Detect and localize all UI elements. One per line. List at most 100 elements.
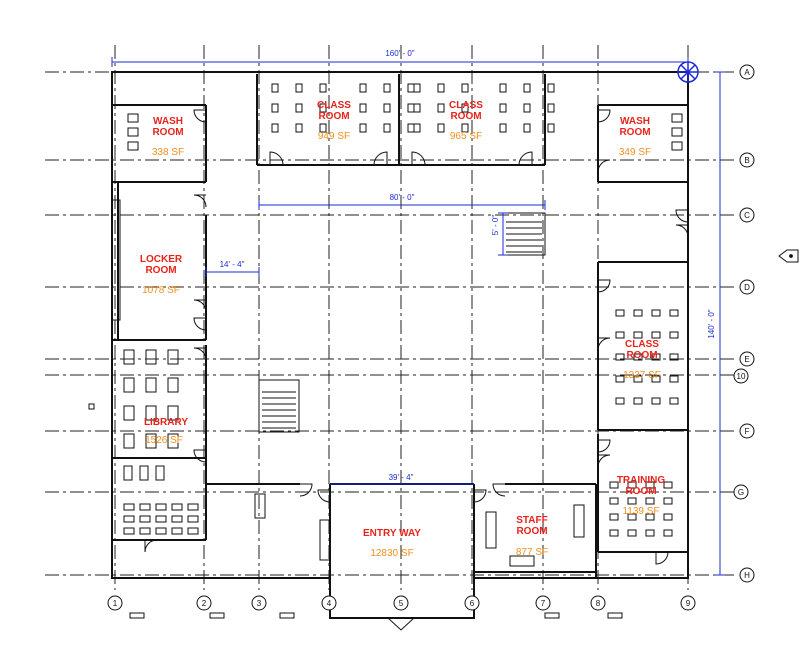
desk <box>645 481 655 489</box>
study-table <box>171 515 183 523</box>
room-area: 349 SF <box>619 147 651 158</box>
desk <box>669 375 679 383</box>
dimension-overall-depth: 140' - 0" <box>707 309 716 338</box>
desk <box>437 103 445 113</box>
grid-bubble <box>739 351 755 367</box>
room-name-line: CLASS <box>625 339 659 350</box>
dimension-lines <box>111 57 725 576</box>
desk <box>295 123 303 133</box>
desk <box>609 497 619 505</box>
grid-bubble <box>739 64 755 80</box>
desk <box>651 331 661 339</box>
desk <box>461 103 469 113</box>
study-table <box>187 515 199 523</box>
room-name-line: LOCKER <box>140 254 183 265</box>
desk <box>523 83 531 93</box>
study-carrel <box>139 465 149 481</box>
toilet <box>127 141 139 151</box>
desk <box>633 353 643 361</box>
library-table <box>167 405 179 421</box>
library-table <box>167 377 179 393</box>
desk <box>523 103 531 113</box>
dimension-entry-span: 39' - 4" <box>389 473 414 482</box>
grid-bubble <box>680 595 696 611</box>
office-desk <box>254 493 266 519</box>
grid-bubble <box>739 567 755 583</box>
room-area: 1139 SF <box>622 506 659 517</box>
desk <box>359 83 367 93</box>
room-staff-room: STAFF ROOM 877 SF <box>516 515 548 558</box>
study-table <box>139 515 151 523</box>
study-table <box>123 515 135 523</box>
desk <box>633 309 643 317</box>
room-name-line: ROOM <box>625 486 656 497</box>
toilet <box>671 113 683 123</box>
room-name-line: LIBRARY <box>144 417 188 428</box>
desk <box>615 353 625 361</box>
room-class-room-2: CLASS ROOM 965 SF <box>449 100 483 142</box>
room-name-line: ROOM <box>626 350 657 361</box>
desk <box>627 513 637 521</box>
grid-bubble <box>321 595 337 611</box>
study-table <box>123 503 135 511</box>
desk <box>645 513 655 521</box>
desk <box>383 103 391 113</box>
toilet <box>127 127 139 137</box>
desk <box>663 529 673 537</box>
dimension-corridor-span: 80' - 0" <box>390 193 415 202</box>
room-wash-room-left: WASH ROOM 338 SF <box>152 116 184 158</box>
furniture <box>111 83 683 567</box>
desk <box>609 513 619 521</box>
library-table <box>145 349 157 365</box>
dimension-locker-offset: 14' - 4" <box>220 260 245 269</box>
doors <box>144 109 689 631</box>
desk <box>627 529 637 537</box>
room-labels: WASH ROOM 338 SF CLASS ROOM 949 SF CLASS… <box>140 100 665 559</box>
desk <box>669 397 679 405</box>
grid-label-column: 1 <box>113 599 118 608</box>
toilet <box>671 141 683 151</box>
library-table <box>145 377 157 393</box>
library-table <box>145 433 157 449</box>
grid-bubble <box>590 595 606 611</box>
grid-bubble <box>739 423 755 439</box>
library-table <box>123 349 135 365</box>
grid-label-row: A <box>744 68 750 77</box>
desk <box>383 83 391 93</box>
toilet <box>671 127 683 137</box>
desk <box>651 353 661 361</box>
grid-label-column: 8 <box>596 599 601 608</box>
study-table <box>155 515 167 523</box>
desk <box>651 375 661 383</box>
room-name-line: ENTRY WAY <box>363 528 421 539</box>
desk <box>499 123 507 133</box>
grid-label-column: 3 <box>257 599 262 608</box>
desk <box>547 83 555 93</box>
grid-label-row: H <box>744 571 750 580</box>
desk <box>271 103 279 113</box>
desk <box>437 123 445 133</box>
room-entry-way: ENTRY WAY 12830 SF <box>363 528 421 559</box>
desk <box>295 103 303 113</box>
grid-label-row: E <box>744 355 749 364</box>
study-table <box>187 503 199 511</box>
desk <box>319 103 327 113</box>
grid-label-row: C <box>744 211 750 220</box>
grid-bubble <box>739 279 755 295</box>
grid-bubble <box>535 595 551 611</box>
desk <box>499 103 507 113</box>
room-name-line: WASH <box>620 116 650 127</box>
desk <box>627 481 637 489</box>
desk <box>413 83 421 93</box>
desk <box>651 397 661 405</box>
study-table <box>171 503 183 511</box>
grid-bubbles <box>107 64 755 611</box>
room-name-line: ROOM <box>318 111 349 122</box>
room-name-line: ROOM <box>152 127 183 138</box>
study-carrel <box>123 465 133 481</box>
room-class-room-3: CLASS ROOM 1337 SF <box>623 339 661 381</box>
sofa <box>573 504 585 538</box>
room-area: 1337 SF <box>623 370 661 381</box>
grid-label-row: D <box>744 283 750 292</box>
desk <box>319 83 327 93</box>
